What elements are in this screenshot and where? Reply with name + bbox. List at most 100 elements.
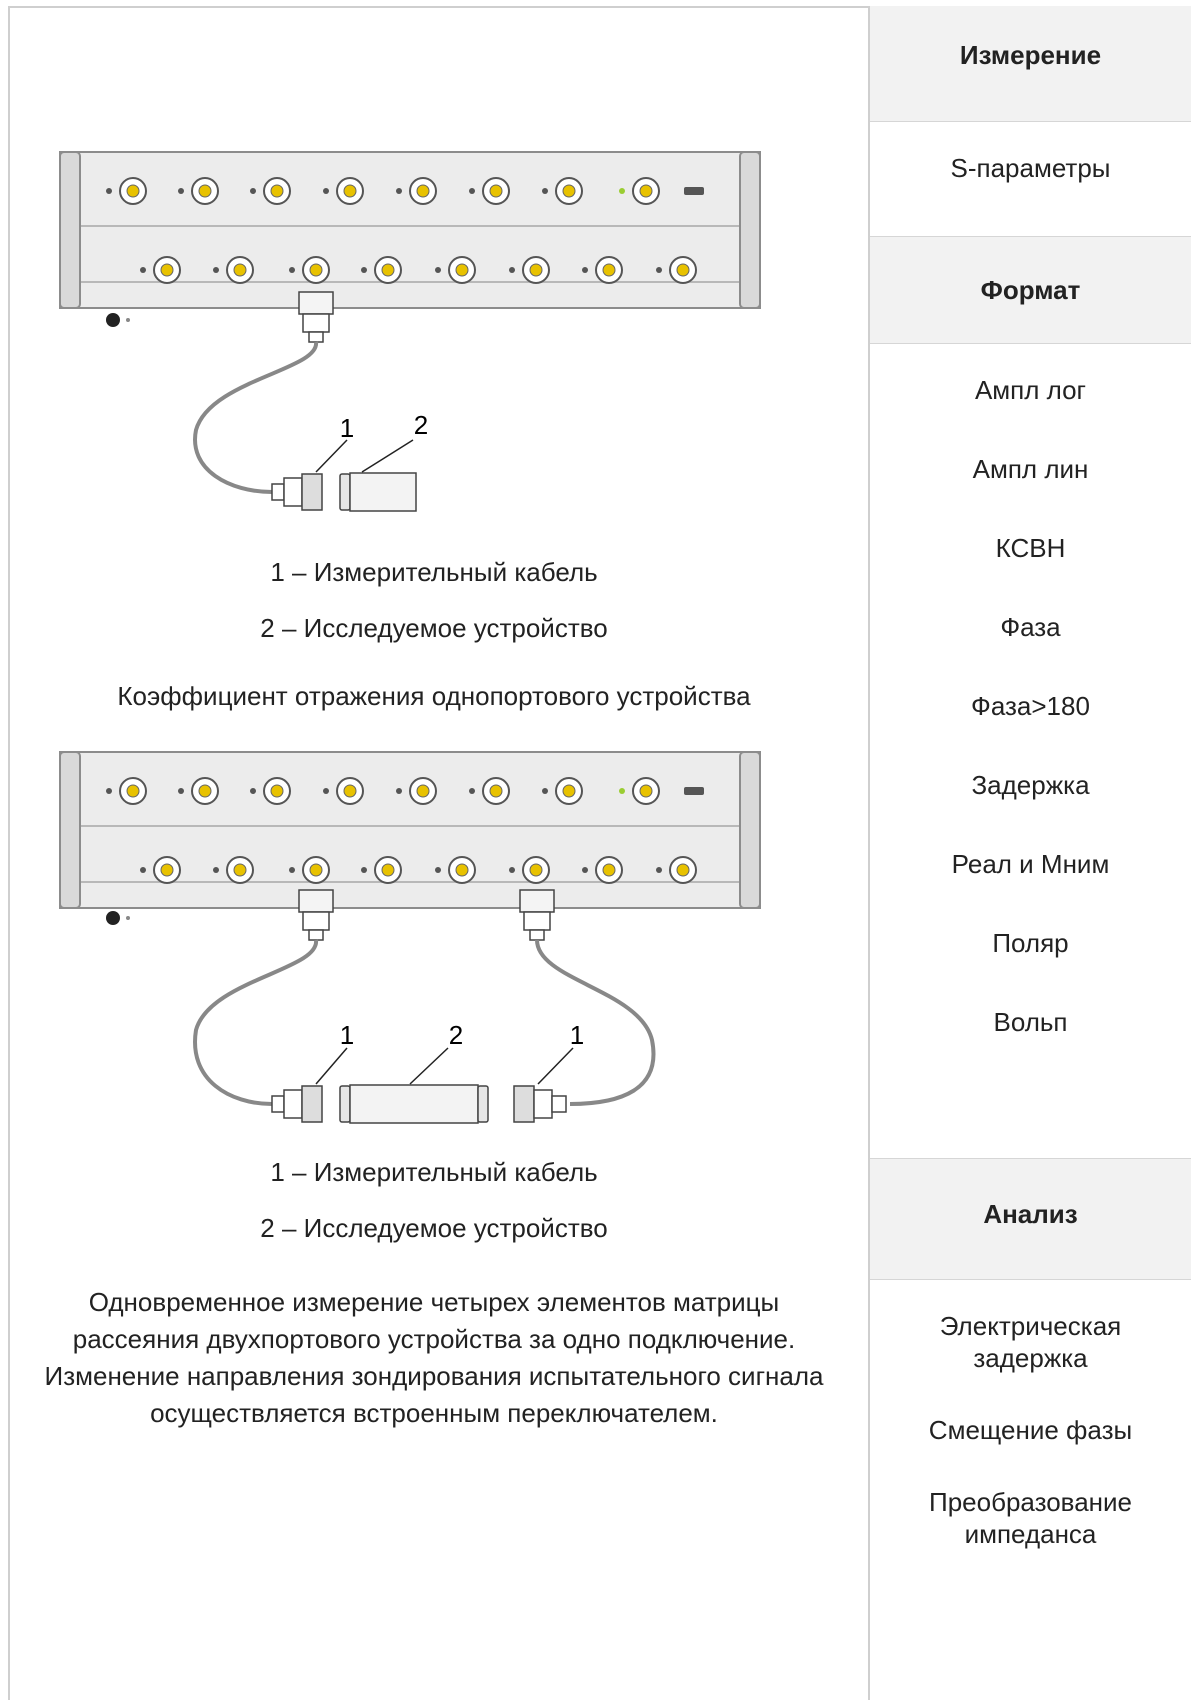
status-led (619, 788, 625, 794)
rf-port-center (676, 863, 690, 877)
page-frame (8, 6, 1191, 1700)
connector-top (298, 291, 334, 343)
legend-cable: 1 – Измерительный кабель (270, 1157, 598, 1187)
rf-port-center (126, 184, 140, 198)
sidebar-item-phase[interactable]: Фаза (1000, 612, 1061, 642)
rf-port-center (416, 184, 430, 198)
analyzer-front-panel (59, 151, 761, 327)
port-indicator-dot (361, 867, 367, 873)
analysis-list: Электрическая задержка Смещение фазы Пре… (870, 1280, 1191, 1558)
legend-dut: 2 – Исследуемое устройство (260, 1213, 608, 1243)
rf-port-center (455, 263, 469, 277)
sidebar-item-phase-180[interactable]: Фаза>180 (971, 691, 1090, 721)
callout-1: 1 (340, 413, 354, 443)
content-area: 1 2 1 – Измерительный кабель 2 – Исследу… (44, 151, 824, 1428)
cable-connector (271, 473, 323, 511)
rf-port-center (416, 784, 430, 798)
cable-connector-right (513, 1085, 567, 1123)
port-indicator-dot (140, 867, 146, 873)
rf-port-center (198, 184, 212, 198)
rf-port-center (233, 863, 247, 877)
analyzer-front-panel (59, 751, 761, 925)
rf-port-center (126, 784, 140, 798)
sidebar-item-impedance-conversion[interactable]: Преобразование импеданса (929, 1487, 1132, 1549)
sidebar-item-electrical-delay[interactable]: Электрическая задержка (939, 1311, 1122, 1373)
figure-description: Одновременное измерение четырех элементо… (44, 1287, 824, 1428)
port-indicator-dot (396, 188, 402, 194)
sidebar-item-real-imag[interactable]: Реал и Мним (951, 849, 1110, 879)
port-indicator-dot (289, 267, 295, 273)
port-indicator-dot (250, 188, 256, 194)
cable-left (193, 939, 318, 1106)
rf-port-center (529, 863, 543, 877)
port-indicator-dot (582, 867, 588, 873)
port-indicator-dot (656, 867, 662, 873)
device-diagram-1: 1 2 (59, 151, 761, 512)
device-diagram-2: 1 2 1 (59, 751, 761, 1124)
rf-port-center (381, 863, 395, 877)
port-indicator-dot (509, 867, 515, 873)
rf-port-center (676, 263, 690, 277)
rf-port-center (455, 863, 469, 877)
sidebar-item-smith[interactable]: Вольп (993, 1007, 1068, 1037)
sidebar-item-ampl-log[interactable]: Ампл лог (974, 375, 1087, 405)
rf-port-center (602, 863, 616, 877)
port-indicator-dot (656, 267, 662, 273)
port-indicator-dot (361, 267, 367, 273)
port-indicator-dot (323, 788, 329, 794)
sidebar-item-s-parameters[interactable]: S-параметры (950, 153, 1111, 183)
rf-port-center (309, 263, 323, 277)
rf-port-center (489, 784, 503, 798)
port-indicator-dot (509, 267, 515, 273)
port-indicator-dot (213, 267, 219, 273)
cable-right (535, 939, 656, 1106)
port-indicator-dot (323, 188, 329, 194)
rf-port-center (270, 784, 284, 798)
dut-one-port (339, 472, 417, 512)
legend-dut: 2 – Исследуемое устройство (260, 613, 608, 643)
rf-port-center (381, 263, 395, 277)
sidebar: Измерение S-параметры Формат Ампл лог Ам… (868, 6, 1191, 1700)
port-indicator-dot (289, 867, 295, 873)
legend-cable: 1 – Измерительный кабель (270, 557, 598, 587)
dut-two-port (339, 1084, 489, 1124)
port-indicator-dot (178, 788, 184, 794)
rf-port-center (639, 784, 653, 798)
connector-right (519, 889, 555, 941)
port-indicator-dot (140, 267, 146, 273)
callout-1-left: 1 (340, 1020, 354, 1050)
port-indicator-dot (106, 788, 112, 794)
callout-2: 2 (449, 1020, 463, 1050)
rf-port-center (270, 184, 284, 198)
port-indicator-dot (435, 267, 441, 273)
measurement-cable (193, 341, 318, 494)
port-indicator-dot (178, 188, 184, 194)
format-list: Ампл лог Ампл лин КСВН Фаза Фаза>180 Зад… (870, 344, 1191, 1158)
sidebar-item-ampl-lin[interactable]: Ампл лин (972, 454, 1089, 484)
rf-port-center (562, 184, 576, 198)
connector-left (298, 889, 334, 941)
status-led (619, 188, 625, 194)
port-indicator-dot (435, 867, 441, 873)
port-indicator-dot (213, 867, 219, 873)
callout-1-right: 1 (570, 1020, 584, 1050)
port-indicator-dot (396, 788, 402, 794)
figure-title: Коэффициент отражения однопортового устр… (117, 681, 751, 711)
rf-port-center (233, 263, 247, 277)
callout-2: 2 (414, 410, 428, 440)
section-header-measurement: Измерение (870, 6, 1191, 122)
port-indicator-dot (469, 188, 475, 194)
rf-port-center (639, 184, 653, 198)
sidebar-item-vswr[interactable]: КСВН (995, 533, 1066, 563)
rf-port-center (343, 784, 357, 798)
rf-port-center (198, 784, 212, 798)
rf-port-center (562, 784, 576, 798)
section-header-format: Формат (870, 236, 1191, 344)
rf-port-center (160, 863, 174, 877)
sidebar-item-phase-offset[interactable]: Смещение фазы (928, 1415, 1133, 1445)
rf-port-center (309, 863, 323, 877)
port-indicator-dot (106, 188, 112, 194)
sidebar-item-polar[interactable]: Поляр (992, 928, 1069, 958)
sidebar-item-delay[interactable]: Задержка (971, 770, 1090, 800)
rf-port-center (602, 263, 616, 277)
